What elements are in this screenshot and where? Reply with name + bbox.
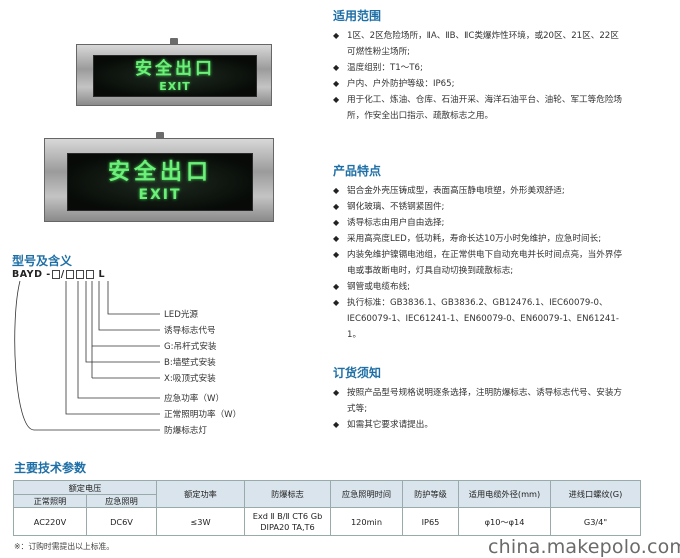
list-item: ◆如需其它要求请提出。	[333, 417, 623, 433]
scope-heading: 适用范围	[333, 9, 382, 23]
header-rated-power: 额定功率	[156, 480, 245, 508]
cell-thread: G3/4"	[550, 507, 641, 536]
model-heading: 型号及含义	[12, 254, 73, 268]
model-label-led: LED光源	[164, 310, 199, 320]
table-row: AC220V DC6V ≤3W Exd Ⅱ B/Ⅱ CT6 Gb DIPA20 …	[13, 507, 641, 536]
model-code-prefix: BAYD -	[12, 269, 51, 280]
sign-text-cn: 安全出口	[135, 58, 215, 79]
header-emergency-time: 应急照明时间	[330, 480, 403, 508]
list-item: ◆温度组别：T1～T6;	[333, 60, 623, 76]
model-code-suffix: L	[98, 269, 106, 280]
list-item: ◆诱导标志由用户自由选择;	[333, 215, 623, 231]
diamond-bullet-icon: ◆	[333, 95, 340, 104]
code-slot	[75, 270, 84, 279]
ex-mark-line1: Exd Ⅱ B/Ⅱ CT6 Gb	[252, 510, 323, 521]
model-code-sep: /	[60, 269, 65, 280]
list-item: ◆户内、户外防护等级：IP65;	[333, 76, 623, 92]
list-item: ◆执行标准：GB3836.1、GB3836.2、GB12476.1、IEC600…	[333, 295, 623, 343]
list-item: ◆铝合金外壳压铸成型，表面高压静电喷塑，外形美观舒适;	[333, 183, 623, 199]
diamond-bullet-icon: ◆	[333, 31, 340, 40]
header-ip: 防护等级	[402, 480, 459, 508]
header-rated-voltage: 额定电压	[13, 480, 157, 495]
spec-table: 额定电压 额定功率 防爆标志 应急照明时间 防护等级 适用电缆外径(mm) 进线…	[13, 480, 641, 536]
code-slot	[65, 270, 74, 279]
cell-normal-voltage: AC220V	[13, 507, 87, 536]
model-label-normal-power: 正常照明功率（W）	[164, 410, 242, 420]
ordering-list: ◆按照产品型号规格说明逐条选择，注明防爆标志、诱导标志代号、安装方式等; ◆如需…	[333, 385, 623, 433]
header-ex-mark: 防爆标志	[244, 480, 331, 508]
ex-mark-line2: DIPA20 TA,T6	[260, 521, 315, 532]
list-item: ◆按照产品型号规格说明逐条选择，注明防爆标志、诱导标志代号、安装方式等;	[333, 385, 623, 417]
cell-time: 120min	[330, 507, 403, 536]
list-item: ◆1区、2区危险场所，ⅡA、ⅡB、ⅡC类爆炸性环境，或20区、21区、22区可燃…	[333, 28, 623, 60]
diamond-bullet-icon: ◆	[333, 388, 340, 397]
code-slot	[51, 270, 60, 279]
diamond-bullet-icon: ◆	[333, 202, 340, 211]
sign-housing: 安全出口 EXIT	[76, 44, 272, 106]
scope-list: ◆1区、2区危险场所，ⅡA、ⅡB、ⅡC类爆炸性环境，或20区、21区、22区可燃…	[333, 28, 623, 124]
features-list: ◆铝合金外壳压铸成型，表面高压静电喷塑，外形美观舒适; ◆钢化玻璃、不锈钢紧固件…	[333, 183, 623, 343]
table-note: ※：订购时需提出以上标准。	[14, 542, 115, 551]
model-label-pendant: G:吊杆式安装	[164, 342, 217, 352]
exit-sign-small: 安全出口 EXIT	[76, 38, 272, 106]
diamond-bullet-icon: ◆	[333, 282, 340, 291]
diamond-bullet-icon: ◆	[333, 79, 340, 88]
list-item: ◆钢化玻璃、不锈钢紧固件;	[333, 199, 623, 215]
diamond-bullet-icon: ◆	[333, 298, 340, 307]
model-code: BAYD - / L	[12, 269, 105, 280]
sign-text-en: EXIT	[159, 79, 191, 93]
code-slot	[85, 270, 94, 279]
watermark: china.makepolo.com	[488, 536, 680, 558]
diamond-bullet-icon: ◆	[333, 420, 340, 429]
diamond-bullet-icon: ◆	[333, 218, 340, 227]
sign-panel: 安全出口 EXIT	[93, 55, 257, 97]
cell-cable: φ10～φ14	[458, 507, 551, 536]
model-label-emergency-power: 应急功率（W）	[164, 394, 225, 404]
diamond-bullet-icon: ◆	[333, 186, 340, 195]
list-item: ◆用于化工、炼油、仓库、石油开采、海洋石油平台、油轮、军工等危险场所，作安全出口…	[333, 92, 623, 124]
exit-sign-large: 安全出口 EXIT	[44, 132, 274, 224]
list-item: ◆内装免维护镍镉电池组，在正常供电下自动充电并长时间点亮，当外界停电或事故断电时…	[333, 247, 623, 279]
diamond-bullet-icon: ◆	[333, 234, 340, 243]
sign-housing: 安全出口 EXIT	[44, 138, 274, 222]
subheader-normal: 正常照明	[13, 494, 87, 508]
ordering-heading: 订货须知	[333, 366, 382, 380]
mounting-lug	[156, 132, 164, 141]
model-label-lamp: 防爆标志灯	[164, 426, 207, 436]
diamond-bullet-icon: ◆	[333, 250, 340, 259]
list-item: ◆采用高亮度LED，低功耗，寿命长达10万小时免维护，应急时间长;	[333, 231, 623, 247]
mounting-lug	[170, 38, 178, 47]
header-cable: 适用电缆外径(mm)	[458, 480, 551, 508]
cell-ex-mark: Exd Ⅱ B/Ⅱ CT6 Gb DIPA20 TA,T6	[244, 507, 331, 536]
cell-emergency-voltage: DC6V	[86, 507, 157, 536]
sign-panel: 安全出口 EXIT	[67, 153, 253, 211]
list-item: ◆钢管或电缆布线;	[333, 279, 623, 295]
features-heading: 产品特点	[333, 164, 382, 178]
cell-power: ≤3W	[156, 507, 245, 536]
model-label-ceiling: X:吸顶式安装	[164, 374, 216, 384]
diamond-bullet-icon: ◆	[333, 63, 340, 72]
header-thread: 进线口螺纹(G)	[550, 480, 641, 508]
sign-text-en: EXIT	[138, 187, 182, 203]
model-label-wall: B:墙壁式安装	[164, 358, 216, 368]
model-label-guide-code: 诱导标志代号	[164, 326, 216, 336]
specs-heading: 主要技术参数	[14, 461, 87, 475]
cell-ip: IP65	[402, 507, 459, 536]
model-leader-lines	[14, 280, 160, 431]
sign-text-cn: 安全出口	[107, 160, 212, 185]
subheader-emergency: 应急照明	[86, 494, 157, 508]
